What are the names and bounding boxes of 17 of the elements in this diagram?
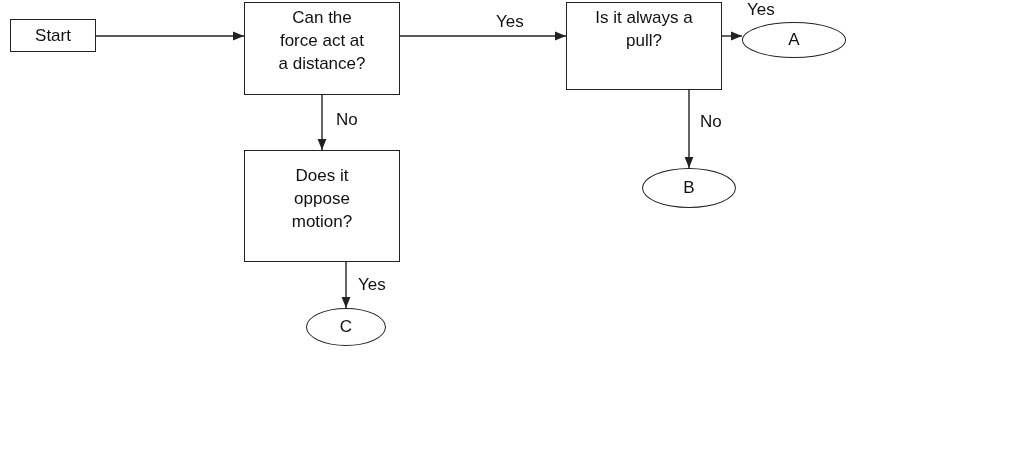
node-text: B <box>683 176 695 199</box>
process-box <box>244 2 400 95</box>
process-box <box>10 19 96 52</box>
process-box <box>566 2 722 90</box>
node-text: Is it always a pull? <box>595 7 693 52</box>
arrow <box>399 31 567 41</box>
node-text: Does it oppose motion? <box>290 165 354 233</box>
node-text: A <box>788 28 800 51</box>
arrow <box>721 31 743 41</box>
arrow <box>317 94 327 151</box>
arrow <box>684 89 694 169</box>
process-box <box>244 150 400 262</box>
arrow <box>95 31 245 41</box>
arrow <box>341 261 351 309</box>
node-text: C <box>339 315 353 338</box>
node-text: Can the force act at a distance? <box>277 7 367 75</box>
node-text: Start <box>35 25 71 47</box>
